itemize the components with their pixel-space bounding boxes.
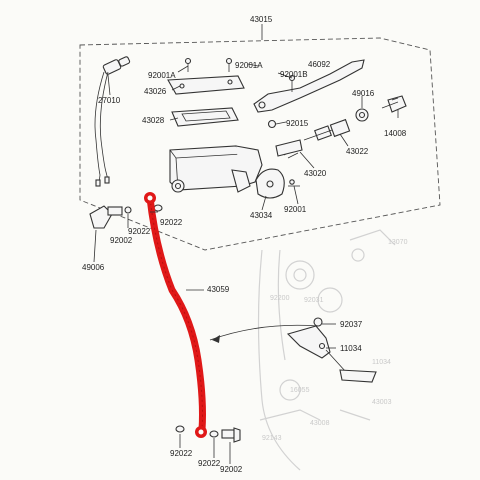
label-92002-top: 92002 — [110, 236, 133, 245]
ghost-label: 92031 — [304, 297, 324, 304]
label-46092: 46092 — [308, 60, 331, 69]
reservoir-cover-group — [167, 57, 245, 127]
assembly-boundary — [79, 37, 441, 251]
part-labels: 43015 27010 92001A 92001A 92001B 46092 4… — [82, 15, 407, 474]
ghost-label: 16055 — [290, 387, 310, 394]
ghost-label: 92143 — [262, 435, 282, 442]
ghost-label: 43008 — [310, 420, 330, 427]
label-92001: 92001 — [284, 205, 307, 214]
master-cylinder-body — [169, 145, 263, 193]
label-49016: 49016 — [352, 89, 375, 98]
ghost-label: 92200 — [270, 295, 290, 302]
leader-lines — [93, 63, 399, 464]
label-92022-top-left: 92022 — [128, 227, 151, 236]
label-92002-bottom: 92002 — [220, 465, 243, 474]
piston-assembly — [275, 95, 407, 159]
label-49006: 49006 — [82, 263, 105, 272]
brake-lever — [253, 59, 365, 129]
brake-hose — [144, 192, 207, 438]
label-92037: 92037 — [340, 320, 363, 329]
banjo-fitting-bottom — [175, 425, 241, 443]
label-27010: 27010 — [98, 96, 121, 105]
label-11034: 11034 — [340, 344, 362, 353]
label-43015: 43015 — [250, 15, 273, 24]
background-assembly: 13070 92031 92200 16055 43003 43008 9214… — [257, 229, 408, 471]
label-43026: 43026 — [144, 87, 167, 96]
label-92001a-left: 92001A — [148, 71, 176, 80]
label-92022-bottom-left: 92022 — [170, 449, 193, 458]
label-43059: 43059 — [207, 285, 230, 294]
mount-clamp — [255, 168, 300, 199]
label-43028: 43028 — [142, 116, 165, 125]
label-92001a-right: 92001A — [235, 61, 263, 70]
label-92022-top-right: 92022 — [160, 218, 183, 227]
brake-light-switch — [94, 56, 131, 187]
label-92022-bottom-right: 92022 — [198, 459, 221, 468]
label-43020: 43020 — [304, 169, 327, 178]
label-92001b: 92001B — [280, 70, 308, 79]
label-92015: 92015 — [286, 119, 309, 128]
ghost-label: 13070 — [388, 239, 408, 246]
label-14008: 14008 — [384, 129, 407, 138]
label-43034: 43034 — [250, 211, 273, 220]
hose-bracket — [209, 317, 377, 383]
ghost-label: 43003 — [372, 399, 392, 406]
label-43022: 43022 — [346, 147, 369, 156]
ghost-label: 11034 — [372, 359, 391, 366]
